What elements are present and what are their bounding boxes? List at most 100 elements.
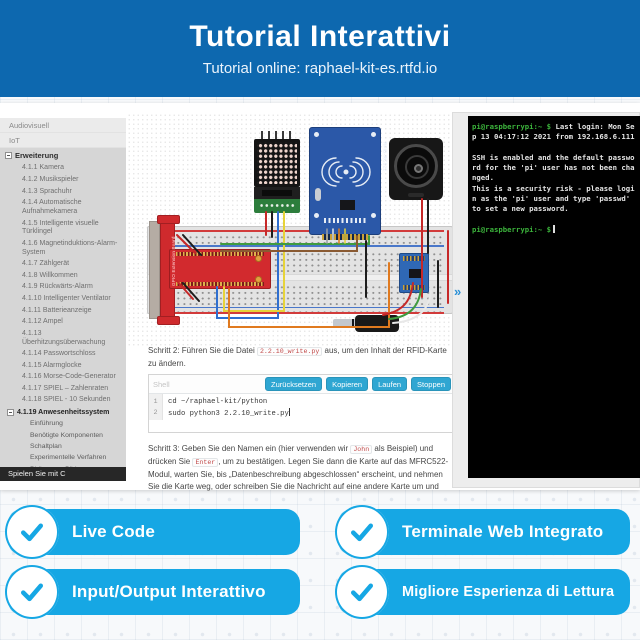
code-button-stoppen[interactable]: Stoppen — [411, 377, 451, 391]
checkmark-icon — [5, 505, 59, 559]
code-button-laufen[interactable]: Laufen — [372, 377, 408, 391]
sidebar-section-label: Erweiterung — [15, 151, 59, 160]
banner-subtitle: Tutorial online: raphael-kit-es.rtfd.io — [202, 60, 438, 77]
wire-red — [382, 282, 414, 316]
terminal-text: Last login: Mon Sep 13 04:17:12 2021 fro… — [472, 122, 635, 142]
sidebar-item[interactable]: 4.1.11 Batterieanzeige — [22, 306, 92, 314]
antenna-coil-icon — [321, 157, 371, 187]
feature-pill: Terminale Web Integrato — [335, 505, 630, 559]
wire-blue — [216, 211, 279, 319]
terminal-line: pi@raspberrypi:~ $ — [472, 224, 636, 235]
led-matrix-module — [254, 131, 300, 213]
sidebar-section: Erweiterung 4.1.1 Kamera 4.1.2 Musikspiel… — [0, 148, 126, 467]
feature-label: Live Code — [72, 522, 156, 541]
sidebar-item-iot[interactable]: IoT — [0, 133, 126, 148]
text-segment: Schritt 3: Geben Sie den Namen ein (hier… — [148, 444, 351, 453]
code-button-kopieren[interactable]: Kopieren — [326, 377, 369, 391]
terminal-expand-chevrons-icon[interactable]: » — [454, 284, 462, 299]
web-terminal-panel: » pi@raspberrypi:~ $ Last login: Mon Sep… — [452, 112, 640, 488]
terminal-text: SSH is enabled and the default password … — [472, 152, 635, 183]
sidebar-subitem[interactable]: Experimentelle Verfahren — [30, 454, 107, 462]
solder-pads — [324, 218, 366, 223]
sidebar-subitem[interactable]: Benötigte Komponenten — [30, 431, 103, 439]
sidebar-item-audiovisuell[interactable]: Audiovisuell — [0, 118, 126, 133]
line-number: 2 — [153, 409, 158, 417]
sidebar-item[interactable]: 4.1.6 Magnetinduktions-Alarm-System — [22, 239, 118, 256]
sidebar-item[interactable]: 4.1.16 Morse-Code-Generator — [22, 373, 116, 381]
wire-white — [392, 290, 432, 324]
sidebar-item[interactable]: 4.1.12 Ampel — [22, 318, 63, 326]
text-cursor — [288, 408, 290, 416]
wiring-diagram: GPIO Extension Board RFID-RC522 — [127, 113, 457, 346]
sidebar-item[interactable]: 4.1.14 Passwortschloss — [22, 350, 96, 358]
screw-hole — [255, 255, 262, 262]
sidebar-subitem[interactable]: Schaltplan — [30, 442, 62, 450]
gpio-extension-board: GPIO Extension Board — [169, 236, 271, 289]
ribbon-cable — [149, 221, 160, 319]
feature-pill: Migliore Esperienza di Lettura — [335, 565, 630, 619]
terminal-prompt: pi@raspberrypi:~ $ — [472, 122, 552, 131]
checkmark-icon — [5, 565, 59, 619]
sidebar-item-active[interactable]: 4.1.19 Anwesenheitssystem — [0, 407, 126, 419]
sidebar-footer-spielen-sie-mit-c[interactable]: Spielen Sie mit C — [0, 467, 126, 481]
wire-red — [176, 234, 196, 254]
feature-pill: Live Code — [5, 505, 300, 559]
wire-yellow — [223, 211, 285, 312]
feature-pill: Input/Output Interattivo — [5, 565, 300, 619]
sidebar-item[interactable]: 4.1.2 Musikspieler — [22, 175, 79, 183]
crystal-oscillator — [315, 188, 321, 201]
sidebar-item[interactable]: 4.1.4 Automatische Aufnahmekamera — [22, 199, 82, 215]
sidebar-item[interactable]: 4.1.3 Sprachuhr — [22, 187, 72, 195]
terminal-line: This is a security risk - please login a… — [472, 184, 636, 215]
checkmark-icon — [335, 505, 389, 559]
code-button-zurücksetzen[interactable]: Zurücksetzen — [265, 377, 323, 391]
audio-amplifier-module — [399, 253, 429, 293]
terminal-line: SSH is enabled and the default password … — [472, 153, 636, 184]
sidebar-item[interactable]: 4.1.13 Überhitzungsüberwachung — [22, 329, 106, 346]
sidebar-item[interactable]: 4.1.17 SPIEL – Zahlenraten — [22, 384, 109, 392]
sidebar-item[interactable]: 4.1.1 Kamera — [22, 164, 65, 172]
sidebar-subitem[interactable]: Phänomen-Bild — [0, 464, 126, 467]
sidebar-subitem[interactable]: Einführung — [30, 420, 63, 428]
collapse-minus-icon[interactable] — [5, 152, 12, 159]
wire-red — [176, 280, 194, 300]
sidebar-item[interactable]: 4.1.8 Willkommen — [22, 271, 78, 279]
sidebar-item[interactable]: 4.1.18 SPIEL - 10 Sekunden — [22, 396, 111, 404]
code-line: sudo python3 2.2.10_write.py — [168, 408, 455, 420]
wire-brown — [220, 235, 358, 252]
sidebar-item[interactable]: 4.1.5 Intelligente visuelle Türklingel — [22, 219, 99, 236]
jumper-wires — [176, 198, 449, 328]
line-number: 1 — [153, 398, 158, 406]
inline-code: John — [350, 445, 373, 454]
wire-black — [182, 282, 200, 302]
matrix-pcb — [254, 199, 300, 213]
terminal-screen[interactable]: pi@raspberrypi:~ $ Last login: Mon Sep 1… — [468, 116, 640, 478]
step3-paragraph: Schritt 3: Geben Sie den Namen ein (hier… — [148, 443, 456, 493]
text-segment: als Beispiel) und drücken Sie — [148, 444, 434, 466]
speaker — [389, 138, 443, 200]
pin-header — [261, 131, 294, 139]
screw-hole — [255, 276, 262, 283]
terminal-line — [472, 143, 636, 153]
terminal-cursor — [553, 224, 555, 233]
sidebar-item[interactable]: 4.1.10 Intelligenter Ventilator — [22, 294, 111, 302]
sidebar-section-erweiterung[interactable]: Erweiterung — [0, 148, 126, 163]
sidebar-item[interactable]: 4.1.7 Zählgerät — [22, 260, 70, 268]
terminal-prompt: pi@raspberrypi:~ $ — [472, 224, 552, 234]
sidebar-item[interactable]: 4.1.9 Rückwärts-Alarm — [22, 283, 93, 291]
terminal-line: pi@raspberrypi:~ $ Last login: Mon Sep 1… — [472, 122, 636, 143]
step2-paragraph: Schritt 2: Führen Sie die Datei 2.2.10_w… — [148, 345, 456, 370]
text-segment: Schritt 2: Führen Sie die Datei — [148, 346, 257, 355]
terminal-line — [472, 215, 636, 225]
sidebar-item[interactable]: 4.1.15 Alarmglocke — [22, 361, 82, 369]
collapse-minus-icon[interactable] — [7, 409, 14, 417]
code-text: cd ~/raphael-kit/python — [168, 398, 268, 406]
wire-orange — [228, 262, 390, 328]
audio-jack-tip — [333, 319, 357, 327]
